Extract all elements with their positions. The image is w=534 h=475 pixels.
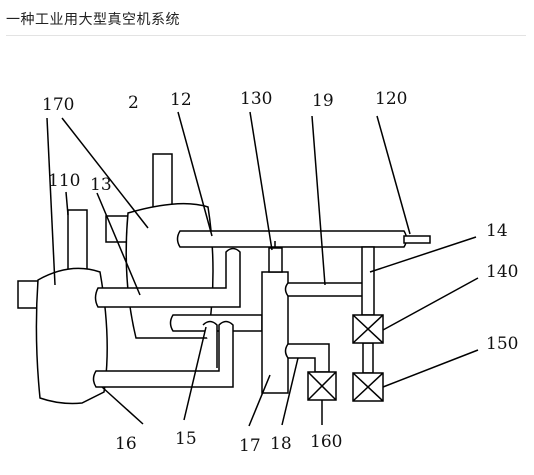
label-15: 15 [175, 429, 197, 449]
pipe-19 [284, 282, 365, 297]
label-12: 12 [170, 90, 192, 110]
pipe-14-upper [361, 246, 375, 316]
label-17: 17 [239, 436, 261, 456]
left-unit-170 [17, 209, 108, 405]
leader-130 [249, 111, 273, 251]
label-110: 110 [48, 171, 80, 191]
label-140: 140 [486, 262, 518, 282]
leader-170 [46, 117, 56, 286]
pipe-13-body [94, 247, 241, 308]
label-150: 150 [486, 334, 518, 354]
pipe-12-body [176, 230, 408, 248]
pipe-15-body [169, 314, 263, 332]
middle-unit-side-stub [105, 215, 129, 243]
leader-17 [248, 374, 271, 427]
leader-19 [311, 115, 326, 286]
pipe-14-lower [362, 342, 374, 374]
labels: 170 2 12 130 19 120 110 13 14 140 150 16… [42, 89, 518, 456]
leader-150 [382, 349, 479, 388]
left-unit-top-stub [67, 209, 88, 271]
pump-17-body [261, 271, 289, 394]
pipe-16 [92, 320, 234, 388]
leader-12 [177, 111, 213, 237]
pipe-13 [94, 247, 241, 308]
pipe-19-body [284, 282, 365, 297]
leader-110 [65, 191, 69, 216]
left-unit-shaft [17, 280, 39, 309]
leader-14 [369, 236, 477, 273]
pipe-18 [284, 343, 330, 373]
leader-140 [382, 277, 479, 331]
title-bar: 一种工业用大型真空机系统 [0, 0, 534, 36]
pump-17-neck [268, 247, 283, 273]
leader-2 [61, 117, 149, 229]
valve-150 [352, 372, 384, 402]
pipe-14 [361, 246, 375, 374]
pipe-12 [176, 230, 431, 248]
label-160: 160 [310, 432, 342, 452]
valve-140 [352, 314, 384, 344]
pipe-18-body [284, 343, 330, 373]
leader-lines [46, 111, 479, 427]
label-13: 13 [90, 175, 112, 195]
label-120: 120 [375, 89, 407, 109]
label-18: 18 [270, 434, 292, 454]
valve-160 [307, 371, 337, 401]
middle-unit-top-stub [152, 153, 173, 213]
title-divider [6, 35, 526, 36]
pipe-15 [169, 314, 263, 368]
label-130: 130 [240, 89, 272, 109]
label-16: 16 [115, 434, 137, 454]
pipe-15-bend [202, 320, 218, 368]
leader-16 [101, 386, 144, 425]
pipe-120-extension [403, 235, 431, 244]
page-title: 一种工业用大型真空机系统 [6, 12, 180, 28]
pipe-16-body [92, 320, 234, 388]
label-19: 19 [312, 91, 334, 111]
label-14: 14 [486, 221, 508, 241]
leader-120 [376, 115, 411, 235]
pump-17 [261, 241, 289, 394]
label-170: 170 [42, 95, 74, 115]
label-2: 2 [128, 93, 139, 113]
left-unit-body [35, 267, 108, 405]
leader-13 [96, 192, 141, 296]
leader-15 [183, 326, 207, 421]
leader-18 [281, 357, 299, 426]
